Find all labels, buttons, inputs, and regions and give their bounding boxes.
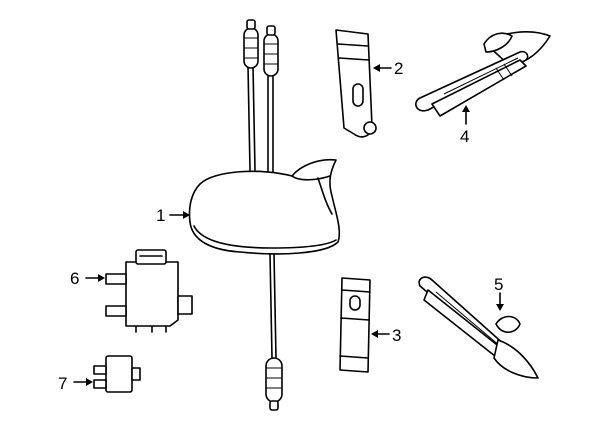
part-5-assembly (418, 276, 539, 379)
callout-7: 7 (58, 374, 67, 393)
callout-leaders (73, 64, 504, 386)
part-1-module (188, 19, 341, 411)
callout-1: 1 (156, 206, 165, 225)
callout-2: 2 (394, 59, 403, 78)
part-4-assembly (415, 31, 551, 117)
callout-5: 5 (494, 275, 503, 294)
part-6-relay (105, 249, 193, 333)
callout-4: 4 (460, 127, 469, 146)
part-3-sensor (339, 277, 371, 373)
callout-3: 3 (392, 326, 401, 345)
part-1-plug-upper-left (243, 19, 259, 69)
part-7-relay (93, 355, 141, 393)
part-1-plug-lower (265, 357, 283, 411)
part-2-sensor (335, 29, 377, 138)
callout-6: 6 (70, 269, 79, 288)
part-1-plug-upper-right (263, 25, 279, 77)
